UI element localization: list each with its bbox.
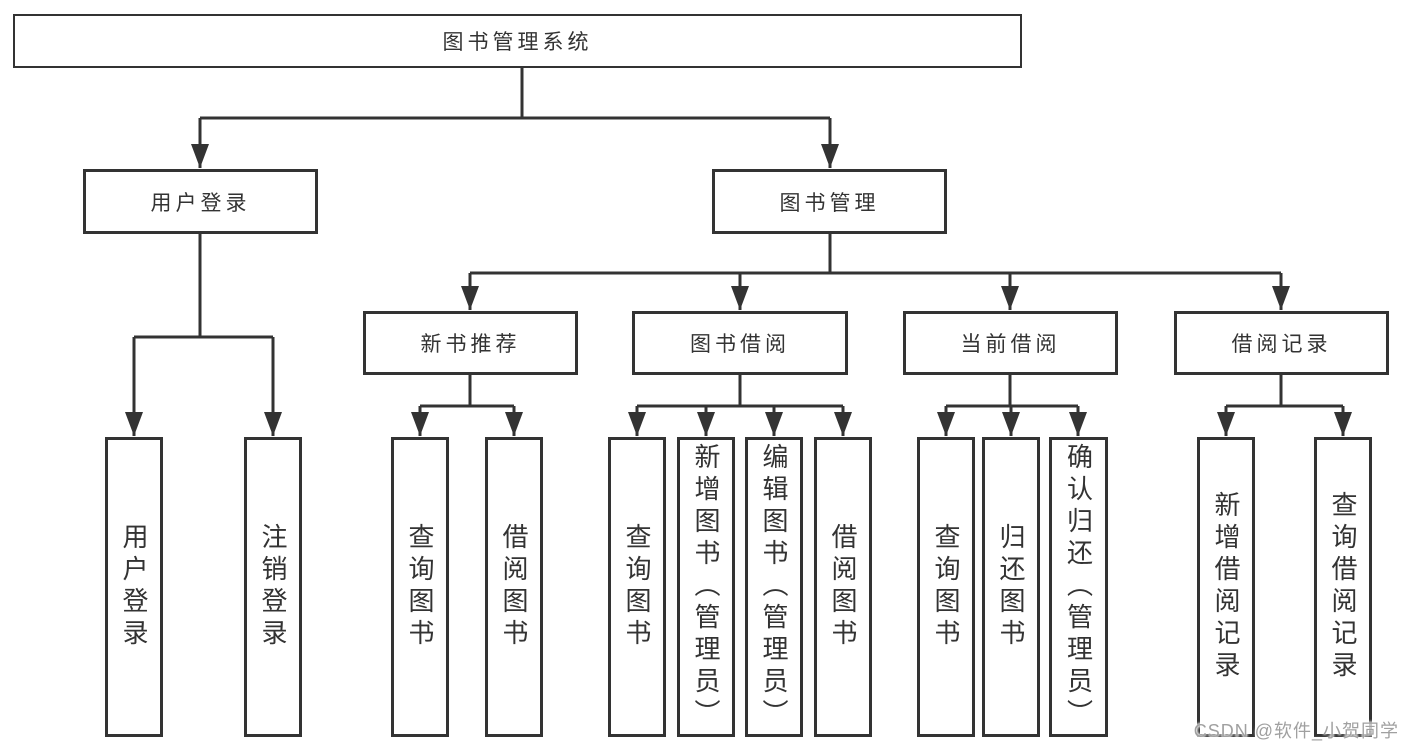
leaf-label: 查询借阅记录 [1328,491,1358,683]
leaf-label: 确认归还（管理员） [1063,443,1094,731]
leaf-borrow-borrow-books: 借阅图书 [814,437,872,737]
connector-new-book-to-leaves [411,375,523,436]
node-new-book-recommend: 新书推荐 [363,311,578,375]
leaf-borrow-edit-books-admin: 编辑图书（管理员） [745,437,803,737]
leaf-label: 查询图书 [931,523,961,651]
leaf-user-login: 用户登录 [105,437,163,737]
leaf-label: 注销登录 [258,523,288,651]
leaf-label: 借阅图书 [499,523,529,651]
connector-book-borrow-to-leaves [628,375,852,436]
node-borrow-records: 借阅记录 [1174,311,1389,375]
csdn-watermark: CSDN @软件_小贺同学 [1193,721,1399,741]
leaf-borrow-query-books: 查询图书 [608,437,666,737]
leaf-label: 借阅图书 [828,523,858,651]
leaf-label: 编辑图书（管理员） [759,443,789,731]
leaf-current-return-books: 归还图书 [982,437,1040,737]
leaf-current-query-books: 查询图书 [917,437,975,737]
leaf-records-query-record: 查询借阅记录 [1314,437,1372,737]
leaf-label: 归还图书 [996,523,1026,651]
leaf-label: 查询图书 [405,523,435,651]
leaf-newbook-borrow-books: 借阅图书 [485,437,543,737]
leaf-records-add-record: 新增借阅记录 [1197,437,1255,737]
leaf-label: 用户登录 [119,523,149,651]
connector-borrow-records-to-leaves [1217,375,1352,436]
node-user-login: 用户登录 [83,169,318,234]
leaf-label: 新增图书（管理员） [691,443,721,731]
leaf-logout: 注销登录 [244,437,302,737]
node-current-borrow: 当前借阅 [903,311,1118,375]
connector-book-mgmt-to-level3 [461,234,1290,310]
leaf-current-confirm-return-admin: 确认归还（管理员） [1049,437,1108,737]
node-book-borrow: 图书借阅 [632,311,848,375]
node-book-management: 图书管理 [712,169,947,234]
connector-user-login-to-leaves [125,234,282,436]
leaf-label: 新增借阅记录 [1211,491,1241,683]
leaf-label: 查询图书 [622,523,652,651]
connector-root-to-level2 [191,68,839,168]
connector-current-borrow-to-leaves [937,375,1087,436]
leaf-borrow-add-books-admin: 新增图书（管理员） [677,437,735,737]
leaf-newbook-query-books: 查询图书 [391,437,449,737]
node-root-system: 图书管理系统 [13,14,1022,68]
